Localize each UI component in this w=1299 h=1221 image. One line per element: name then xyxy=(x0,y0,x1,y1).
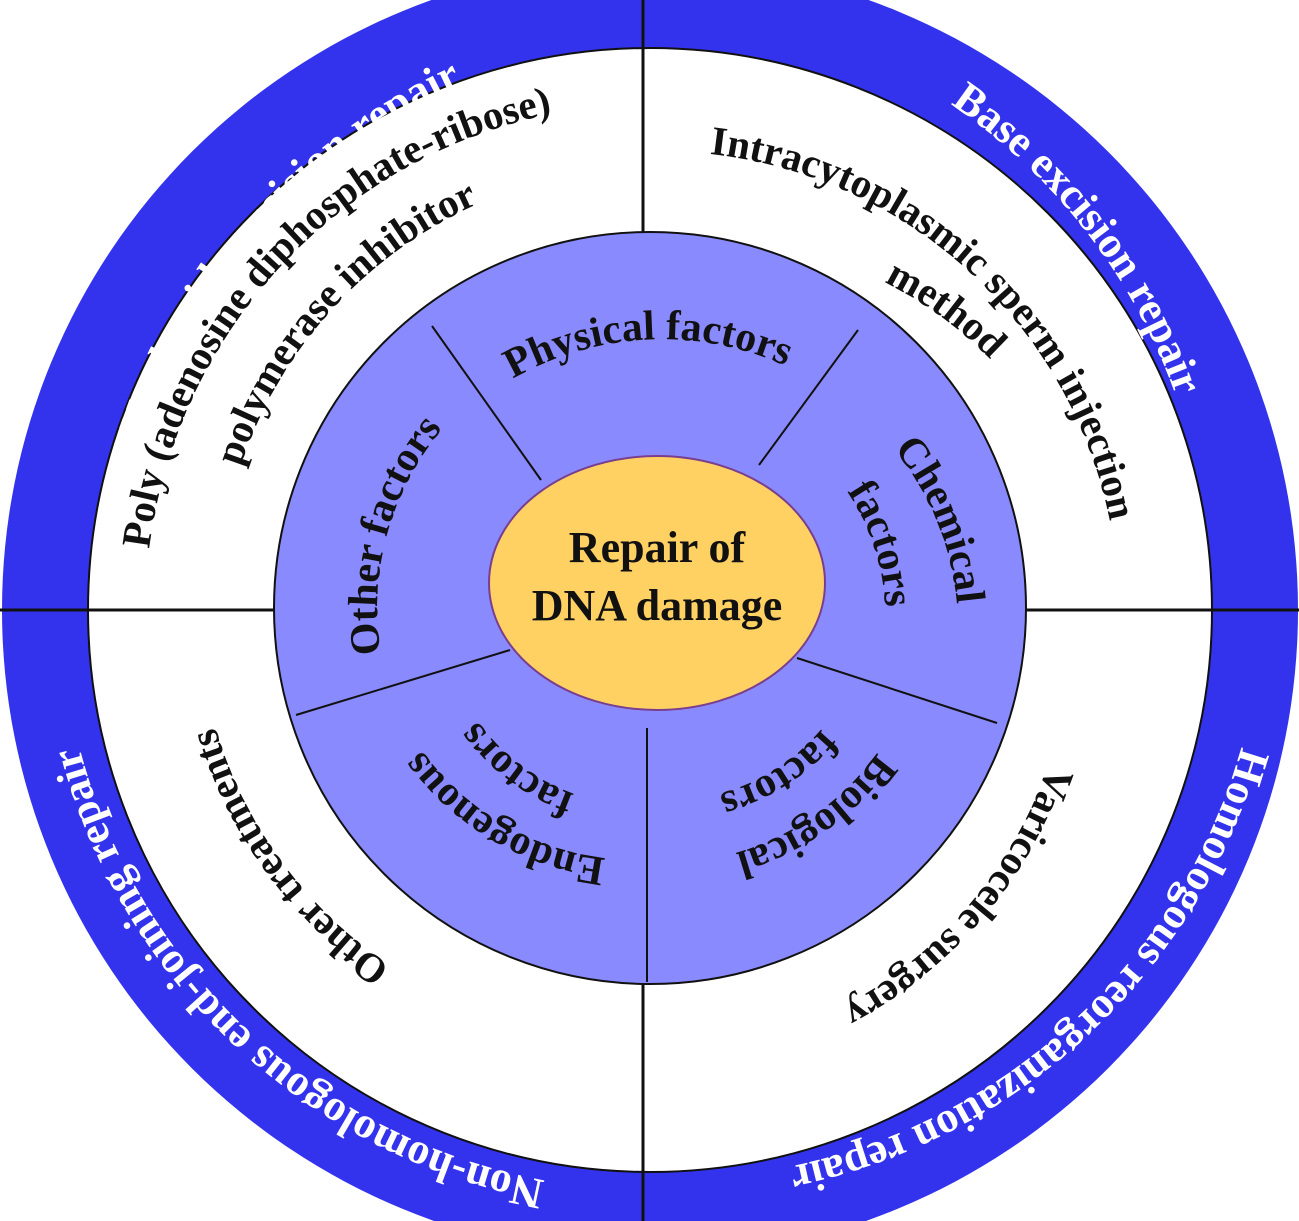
factor-divider-1 xyxy=(431,325,542,481)
factor-divider-2 xyxy=(758,329,859,466)
center-ellipse xyxy=(488,455,826,711)
center-title-line2: DNA damage xyxy=(532,581,783,630)
center-title-line1: Repair of xyxy=(569,523,747,572)
factor-divider-3 xyxy=(796,657,998,724)
factor-divider-5 xyxy=(295,649,511,716)
